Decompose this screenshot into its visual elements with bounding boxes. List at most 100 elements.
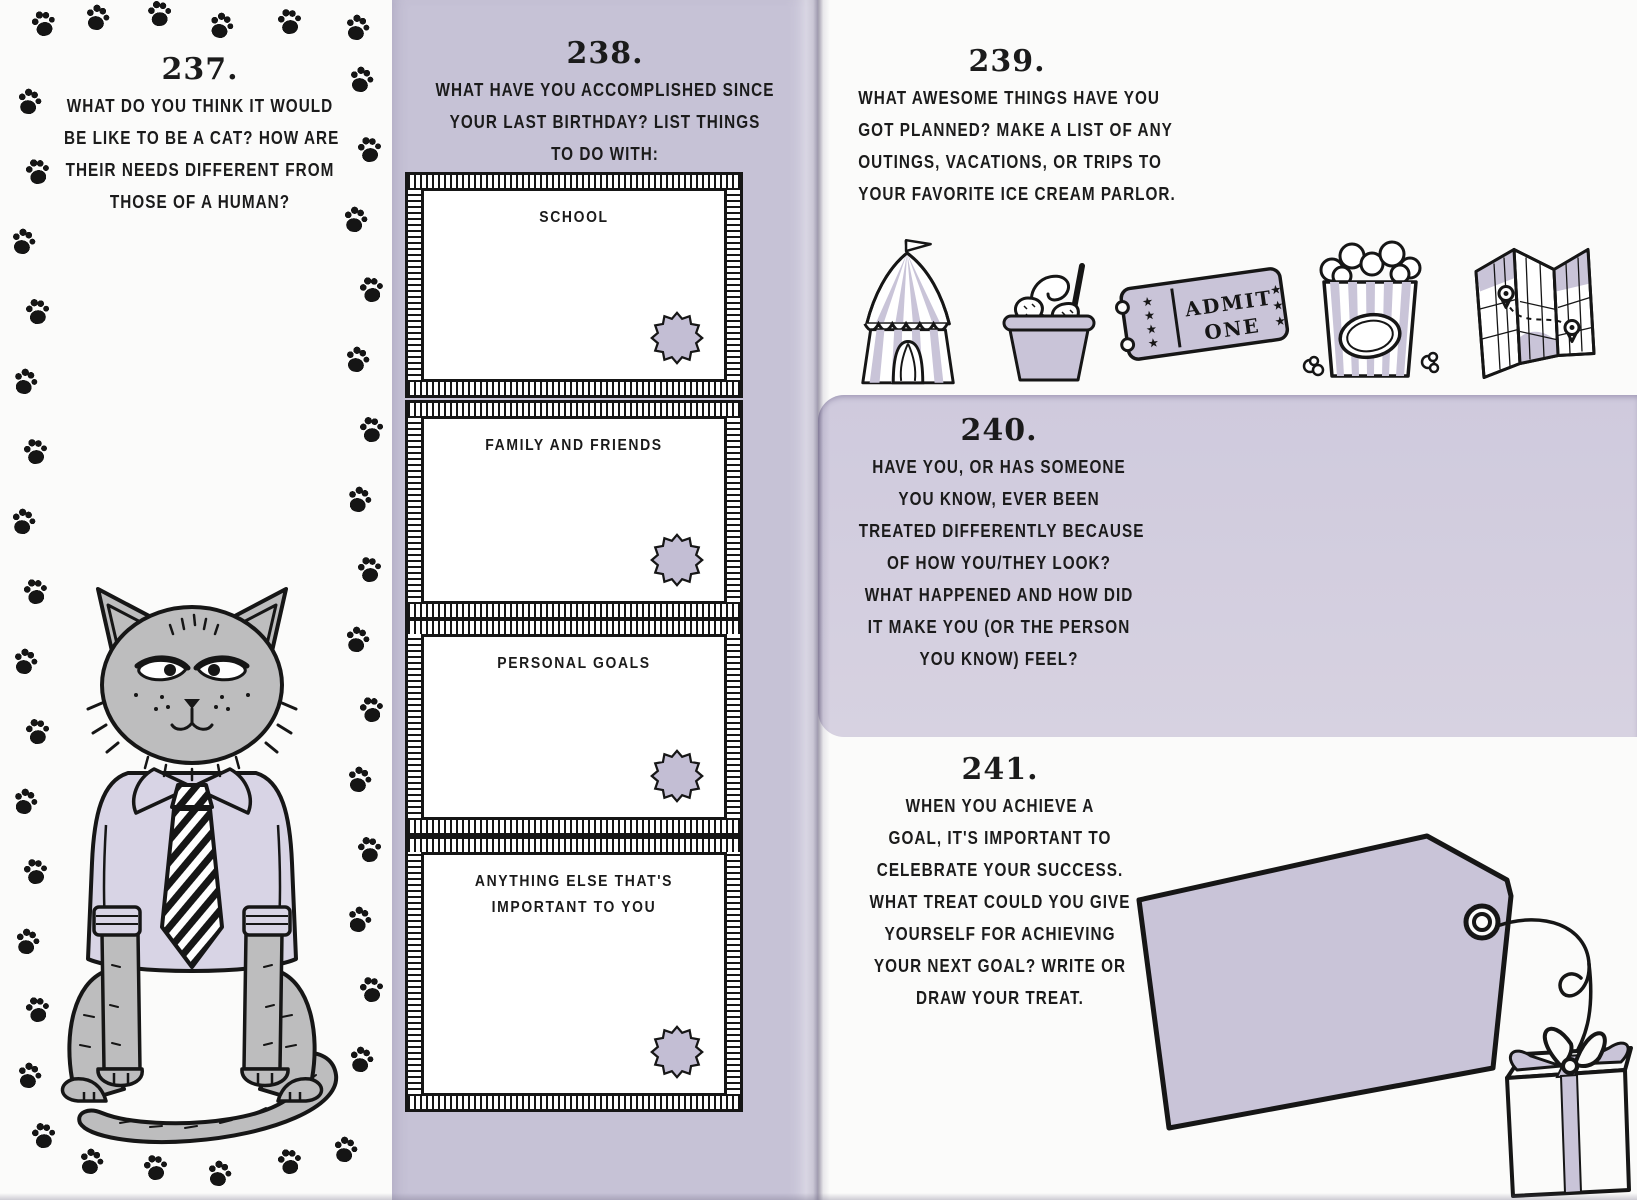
question-line: WHAT DO YOU THINK IT WOULD — [66, 96, 334, 116]
paw-print-icon — [7, 225, 39, 257]
folded-map-icon — [1460, 230, 1600, 388]
question-240: 240. HAVE YOU, OR HAS SOMEONE YOU KNOW, … — [834, 413, 1164, 675]
popcorn-icon — [1300, 220, 1440, 385]
question-line: GOAL, IT'S IMPORTANT TO — [888, 828, 1112, 848]
certificate-frame-family-friends: FAMILY AND FRIENDS — [405, 400, 743, 620]
circus-tent-icon — [850, 236, 968, 388]
certificate-frame-personal-goals: PERSONAL GOALS — [405, 618, 743, 836]
question-line: IT MAKE YOU (OR THE PERSON — [867, 617, 1131, 637]
paw-print-icon — [273, 1145, 305, 1177]
frame-hatch — [727, 852, 740, 1096]
question-text: WHAT AWESOME THINGS HAVE YOU GOT PLANNED… — [858, 82, 1176, 210]
frame-hatch — [727, 634, 740, 820]
certificate-blank-area: FAMILY AND FRIENDS — [421, 416, 727, 604]
paw-print-icon — [12, 926, 42, 956]
paw-print-icon — [355, 693, 387, 725]
question-238: 238. WHAT HAVE YOU ACCOMPLISHED SINCE YO… — [400, 36, 810, 170]
question-line: TO DO WITH: — [551, 144, 659, 164]
cat-illustration — [40, 575, 350, 1150]
frame-hatch — [408, 839, 740, 852]
paw-print-icon — [356, 414, 386, 444]
certificate-seal-icon — [650, 533, 704, 587]
certificate-blank-area: PERSONAL GOALS — [421, 634, 727, 820]
question-text: HAVE YOU, OR HAS SOMEONE YOU KNOW, EVER … — [858, 451, 1145, 675]
paw-print-icon — [27, 7, 59, 39]
question-line: WHAT TREAT COULD YOU GIVE — [869, 892, 1131, 912]
certificate-seal-icon — [650, 1025, 704, 1079]
frame-label: SCHOOL — [539, 209, 609, 226]
frame-hatch — [408, 416, 421, 604]
question-line: THEIR NEEDS DIFFERENT FROM — [65, 160, 335, 180]
question-text: WHAT HAVE YOU ACCOMPLISHED SINCE YOUR LA… — [431, 74, 780, 170]
paw-print-icon — [273, 5, 305, 37]
question-number: 237. — [161, 52, 239, 87]
question-number: 238. — [566, 36, 644, 71]
question-line: BE LIKE TO BE A CAT? HOW ARE — [64, 128, 340, 148]
gift-tag-illustration — [1115, 818, 1637, 1200]
question-number: 240. — [960, 413, 1038, 448]
question-241: 241. WHEN YOU ACHIEVE A GOAL, IT'S IMPOR… — [840, 752, 1160, 1014]
frame-hatch — [408, 852, 421, 1096]
question-line: YOUR FAVORITE ICE CREAM PARLOR. — [858, 184, 1176, 204]
frame-hatch — [727, 416, 740, 604]
paw-print-icon — [205, 9, 237, 41]
certificate-seal-icon — [650, 311, 704, 365]
paw-print-icon — [9, 365, 41, 397]
left-page: 237. WHAT DO YOU THINK IT WOULD BE LIKE … — [0, 0, 392, 1200]
question-239: 239. WHAT AWESOME THINGS HAVE YOU GOT PL… — [832, 44, 1182, 210]
question-line: WHAT HAVE YOU ACCOMPLISHED SINCE — [435, 80, 775, 100]
frame-hatch — [408, 634, 421, 820]
paw-print-icon — [8, 506, 38, 536]
frame-hatch — [408, 382, 740, 395]
question-line: OF HOW YOU/THEY LOOK? — [886, 553, 1112, 573]
certificate-blank-area: SCHOOL — [421, 188, 727, 382]
book-spine-gutter — [806, 0, 830, 1200]
question-text: WHEN YOU ACHIEVE A GOAL, IT'S IMPORTANT … — [864, 790, 1136, 1014]
paw-print-icon — [353, 553, 385, 585]
question-240-band: 240. HAVE YOU, OR HAS SOMEONE YOU KNOW, … — [818, 395, 1637, 737]
paw-print-icon — [144, 0, 174, 28]
question-line: DRAW YOUR TREAT. — [916, 988, 1084, 1008]
question-line: YOUR NEXT GOAL? WRITE OR — [873, 956, 1127, 976]
paw-print-icon — [9, 785, 41, 817]
question-line: THOSE OF A HUMAN? — [109, 192, 291, 212]
frozen-yogurt-icon — [998, 262, 1100, 384]
paw-print-icon — [139, 1151, 171, 1183]
paw-print-icon — [355, 273, 387, 305]
question-line: WHAT AWESOME THINGS HAVE YOU — [858, 88, 1160, 108]
question-line: WHEN YOU ACHIEVE A — [905, 796, 1095, 816]
question-237: 237. WHAT DO YOU THINK IT WOULD BE LIKE … — [40, 52, 360, 218]
question-line: TREATED DIFFERENTLY BECAUSE — [858, 521, 1145, 541]
question-line: YOU KNOW, EVER BEEN — [898, 489, 1100, 509]
frame-hatch — [727, 188, 740, 382]
paw-print-icon — [203, 1157, 235, 1189]
question-line: YOU KNOW) FEEL? — [919, 649, 1079, 669]
frame-hatch — [408, 188, 421, 382]
gift-box-icon — [1505, 1026, 1633, 1198]
question-text: WHAT DO YOU THINK IT WOULD BE LIKE TO BE… — [64, 90, 340, 218]
gift-tag-icon — [1136, 833, 1633, 1198]
question-line: WHAT HAPPENED AND HOW DID — [864, 585, 1134, 605]
certificate-blank-area: ANYTHING ELSE THAT'S IMPORTANT TO YOU — [421, 852, 727, 1096]
paw-print-icon — [75, 1145, 107, 1177]
question-line: OUTINGS, VACATIONS, OR TRIPS TO — [858, 152, 1162, 172]
paw-print-icon — [346, 1044, 376, 1074]
frame-hatch — [408, 820, 740, 833]
admit-one-ticket-icon: ADMIT ONE — [1110, 242, 1298, 382]
frame-hatch — [408, 1096, 740, 1109]
grumpy-cat-in-tie-icon — [60, 587, 339, 1145]
paw-print-icon — [9, 645, 41, 677]
page-edge-shadow — [0, 1193, 1637, 1200]
paw-print-icon — [81, 1, 113, 33]
frame-hatch — [408, 403, 740, 416]
paw-print-icon — [341, 343, 373, 375]
question-line: GOT PLANNED? MAKE A LIST OF ANY — [858, 120, 1173, 140]
frame-label: FAMILY AND FRIENDS — [485, 437, 663, 454]
certificate-frame-anything-else: ANYTHING ELSE THAT'S IMPORTANT TO YOU — [405, 836, 743, 1112]
frame-hatch — [408, 175, 740, 188]
question-line: HAVE YOU, OR HAS SOMEONE — [872, 457, 1126, 477]
question-line: YOURSELF FOR ACHIEVING — [884, 924, 1116, 944]
frame-hatch — [408, 604, 740, 617]
certificate-frame-school: SCHOOL — [405, 172, 743, 398]
frame-label: ANYTHING ELSE THAT'S IMPORTANT TO YOU — [474, 873, 674, 916]
